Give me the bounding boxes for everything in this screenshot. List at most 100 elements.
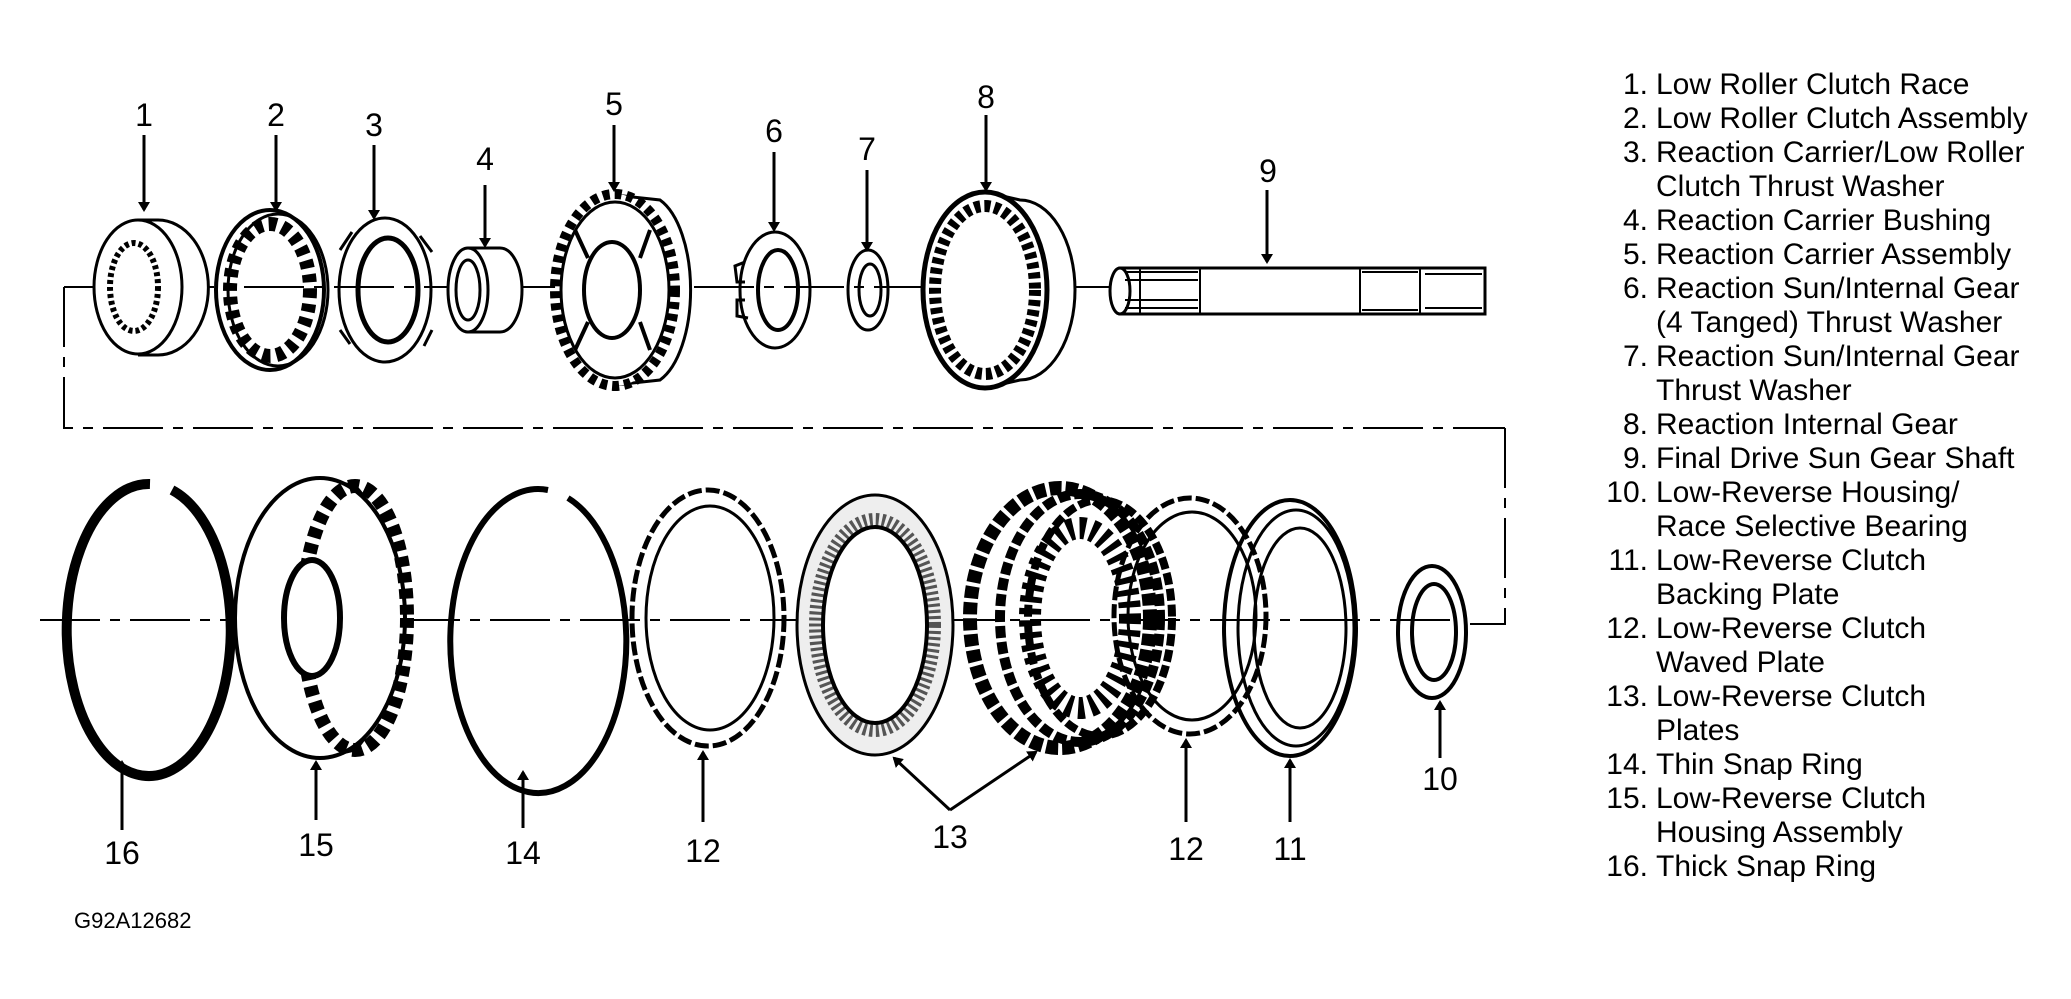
legend-item-line: Reaction Carrier Assembly [1656,238,2012,271]
legend-item-line: Low-Reverse Clutch [1656,544,1927,577]
legend-item-line: Thrust Washer [1656,374,1852,407]
callout-6: 6 [765,113,783,149]
callout-7: 7 [858,131,876,167]
legend-item-label: Reaction Internal Gear [1656,408,2060,442]
legend-item-line: Waved Plate [1656,646,1825,679]
legend-item-number: 2. [1622,102,1648,135]
callout-15: 15 [298,827,334,863]
legend-item-label: Low-Reverse Housing/Race Selective Beari… [1656,476,2060,544]
callout-4: 4 [476,141,494,177]
legend-item: 10.Low-Reverse Housing/Race Selective Be… [1590,476,2060,544]
legend-item-line: Reaction Carrier/Low Roller [1656,136,2025,169]
legend-item-number: 8. [1622,408,1648,441]
legend-item-number: 6. [1622,272,1648,305]
legend-item-line: Clutch Thrust Washer [1656,170,1945,203]
callout-1: 1 [135,97,153,133]
callout-9: 9 [1259,153,1277,189]
legend-item: 5.Reaction Carrier Assembly [1590,238,2060,272]
legend-item-label: Low Roller Clutch Assembly [1656,102,2060,136]
callout-12-right: 12 [1168,831,1204,867]
legend-item-number: 1. [1622,68,1648,101]
part-selective-bearing [1396,564,1468,700]
part-thrust-washer [846,248,890,332]
legend-item-number: 7. [1622,340,1648,373]
legend-item-number: 3. [1622,136,1648,169]
legend-item: 1.Low Roller Clutch Race [1590,68,2060,102]
legend-item: 16.Thick Snap Ring [1590,850,2060,884]
legend-item: 9.Final Drive Sun Gear Shaft [1590,442,2060,476]
callout-14: 14 [505,835,541,871]
legend-item-line: Final Drive Sun Gear Shaft [1656,442,2015,475]
legend-item-number: 4. [1622,204,1648,237]
part-clutch-friction-plate [795,493,955,757]
legend-item-label: Thin Snap Ring [1656,748,2060,782]
legend-item-line: Thick Snap Ring [1656,850,1877,883]
legend-item-line: Low-Reverse Clutch [1656,680,1927,713]
legend-item-line: Reaction Internal Gear [1656,408,1958,441]
legend-item: 14.Thin Snap Ring [1590,748,2060,782]
legend-item-label: Reaction Sun/Internal Gear(4 Tanged) Thr… [1656,272,2060,340]
legend-item-line: Low-Reverse Housing/ [1656,476,1960,509]
legend-item-label: Reaction Carrier Assembly [1656,238,2060,272]
figure-id: G92A12682 [74,908,191,933]
callout-2: 2 [267,97,285,133]
legend-item-label: Final Drive Sun Gear Shaft [1656,442,2060,476]
part-low-roller-clutch-assembly [214,208,330,372]
part-clutch-plates-stack [963,481,1176,755]
legend-item-label: Reaction Carrier Bushing [1656,204,2060,238]
legend-item: 8.Reaction Internal Gear [1590,408,2060,442]
callout-10: 10 [1422,761,1458,797]
part-low-roller-clutch-race [92,218,210,357]
legend-item-number: 5. [1622,238,1648,271]
legend-item-line: Plates [1656,714,1740,747]
part-reaction-carrier-assembly [550,189,693,391]
legend-item-line: Thin Snap Ring [1656,748,1863,781]
callout-8: 8 [977,79,995,115]
legend-item-label: Low Roller Clutch Race [1656,68,2060,102]
legend-item: 4.Reaction Carrier Bushing [1590,204,2060,238]
legend-item: 2.Low Roller Clutch Assembly [1590,102,2060,136]
legend-item-line: Low-Reverse Clutch [1656,782,1927,815]
legend-item-label: Thick Snap Ring [1656,850,2060,884]
part-low-reverse-clutch-housing [233,476,414,760]
legend-item-number: 10. [1606,476,1648,509]
callout-arrows [116,115,1446,830]
legend-item-line: (4 Tanged) Thrust Washer [1656,306,2003,339]
part-backing-plate [1222,498,1358,758]
part-waved-plate-left [629,487,787,749]
callout-12-left: 12 [685,833,721,869]
legend-item-line: Housing Assembly [1656,816,1903,849]
part-final-drive-sun-gear-shaft [1108,266,1487,316]
part-waved-plate-right [1111,495,1269,737]
legend-item-line: Backing Plate [1656,578,1840,611]
legend-item-line: Reaction Carrier Bushing [1656,204,1992,237]
callout-13: 13 [932,819,968,855]
legend-item: 6.Reaction Sun/Internal Gear(4 Tanged) T… [1590,272,2060,340]
callout-11: 11 [1273,831,1306,867]
legend-item-line: Low-Reverse Clutch [1656,612,1927,645]
callout-3: 3 [365,107,383,143]
legend-item-number: 9. [1622,442,1648,475]
legend-item-number: 11. [1608,544,1648,577]
part-four-tanged-thrust-washer [733,230,812,350]
legend-item-number: 16. [1606,850,1648,883]
callout-5: 5 [605,86,623,122]
legend-item-number: 15. [1606,782,1648,815]
part-reaction-carrier-thrust-washer [337,216,434,364]
legend-item-line: Low Roller Clutch Assembly [1656,102,2028,135]
part-reaction-carrier-bushing [446,246,524,334]
legend-item-number: 14. [1606,748,1648,781]
legend-item-number: 12. [1606,612,1648,645]
legend-item-line: Reaction Sun/Internal Gear [1656,340,2020,373]
